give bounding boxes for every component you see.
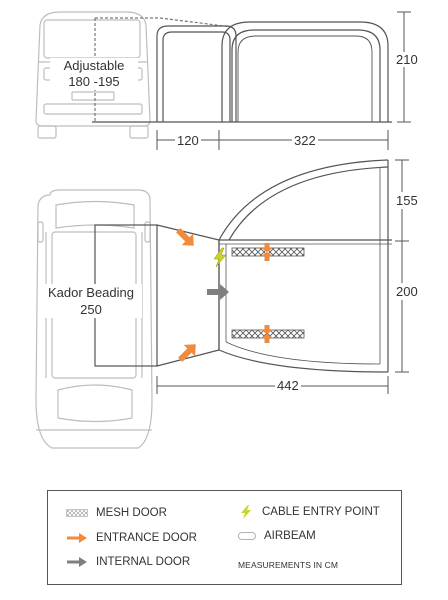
- legend-airbeam-text: AIRBEAM: [264, 530, 316, 542]
- legend-cable-entry: CABLE ENTRY POINT: [238, 505, 380, 519]
- entrance-arrow-upper-mesh: [261, 243, 273, 261]
- mesh-door-strips: [231, 247, 305, 339]
- total-length-label: 442: [275, 378, 301, 393]
- entrance-arrow-lower-mesh: [261, 325, 273, 343]
- entrance-arrow-top-left: [176, 228, 194, 246]
- mesh-door-icon: [66, 509, 88, 517]
- cable-entry-bolt-icon: [241, 505, 251, 519]
- legend-internal-door-text: INTERNAL DOOR: [96, 556, 191, 568]
- side-view-awning: [92, 17, 392, 123]
- legend-entrance-door: ENTRANCE DOOR: [66, 532, 197, 544]
- airbeam-icon: [238, 532, 256, 540]
- depth-top-label: 155: [395, 192, 419, 209]
- top-view-awning: [94, 159, 392, 373]
- cable-entry-bolt: [213, 247, 227, 268]
- total-length-dimension: [156, 376, 389, 394]
- depth-main-label: 200: [395, 283, 419, 300]
- adjustable-label: Adjustable 180 -195: [50, 58, 138, 90]
- legend-measurements-note: MEASUREMENTS IN CM: [238, 560, 339, 570]
- legend-mesh-door: MESH DOOR: [66, 507, 167, 519]
- top-view-vehicle: [35, 189, 153, 449]
- internal-door-arrow: [207, 284, 229, 300]
- legend-airbeam: AIRBEAM: [238, 530, 316, 542]
- kador-beading-label-line1: Kador Beading: [47, 285, 134, 300]
- legend-internal-door: INTERNAL DOOR: [66, 556, 190, 568]
- entrance-door-arrow-icon: [67, 533, 87, 543]
- length-long-label: 322: [292, 133, 318, 148]
- legend-mesh-door-text: MESH DOOR: [96, 507, 167, 519]
- side-height-dimension: [397, 11, 411, 123]
- height-dimension-label: 210: [395, 52, 419, 67]
- kador-beading-label: Kador Beading 250: [40, 284, 142, 318]
- legend-entrance-door-text: ENTRANCE DOOR: [96, 532, 197, 544]
- legend-box: MESH DOOR ENTRANCE DOOR INTERNAL DOOR CA…: [47, 490, 402, 585]
- kador-beading-label-line2: 250: [80, 302, 102, 317]
- length-short-label: 120: [175, 133, 201, 148]
- internal-door-arrow-icon: [67, 557, 87, 567]
- adjustable-label-line2: 180 -195: [68, 74, 120, 89]
- adjustable-label-line1: Adjustable: [63, 58, 125, 73]
- legend-cable-entry-text: CABLE ENTRY POINT: [262, 506, 380, 518]
- entrance-arrow-bottom-left: [178, 344, 196, 362]
